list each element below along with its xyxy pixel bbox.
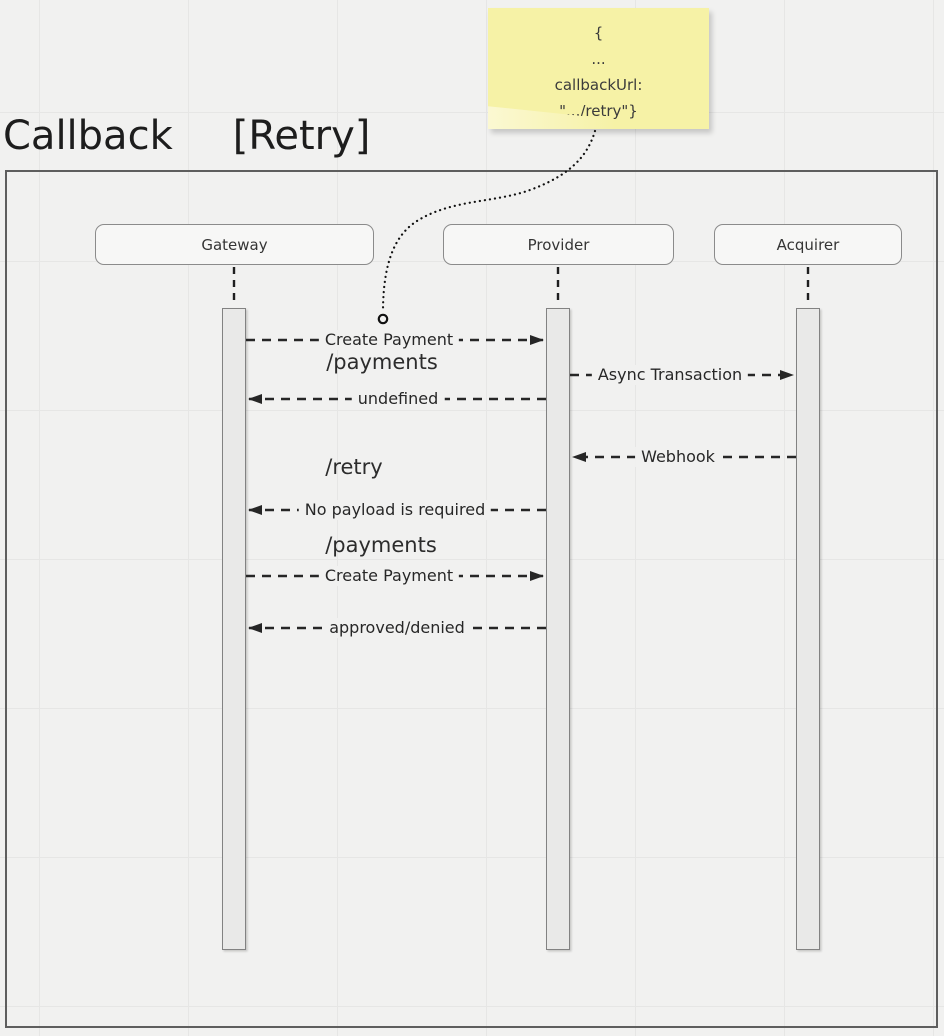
note-line: { — [488, 22, 709, 48]
note-line: ... — [488, 48, 709, 74]
lifeline-label: Provider — [528, 236, 590, 254]
message-label-no-payload: No payload is required — [299, 500, 491, 520]
title-qualifier: [Retry] — [233, 113, 371, 159]
lifeline-header-acquirer: Acquirer — [714, 224, 902, 265]
message-label-webhook: Webhook — [635, 447, 721, 467]
message-label-undefined: undefined — [352, 389, 445, 409]
lifeline-header-provider: Provider — [443, 224, 674, 265]
message-label-create-payment-2: Create Payment — [319, 566, 459, 586]
activation-bar-gateway — [222, 308, 246, 950]
lifeline-label: Gateway — [201, 236, 267, 254]
title-text: Callback — [3, 113, 173, 159]
page-title: Callback [Retry] — [3, 114, 370, 158]
lifeline-header-gateway: Gateway — [95, 224, 374, 265]
endpoint-label-retry: /retry — [325, 455, 382, 479]
message-label-create-payment-1: Create Payment — [319, 330, 459, 350]
activation-bar-acquirer — [796, 308, 820, 950]
message-label-async-transaction: Async Transaction — [592, 365, 748, 385]
activation-bar-provider — [546, 308, 570, 950]
lifeline-label: Acquirer — [777, 236, 840, 254]
endpoint-label-payments-1: /payments — [326, 350, 438, 374]
note-line: callbackUrl: — [488, 74, 709, 100]
message-label-approved-denied: approved/denied — [323, 618, 471, 638]
endpoint-label-payments-2: /payments — [325, 533, 437, 557]
sticky-note: { ... callbackUrl: ".../retry"} — [488, 8, 709, 129]
